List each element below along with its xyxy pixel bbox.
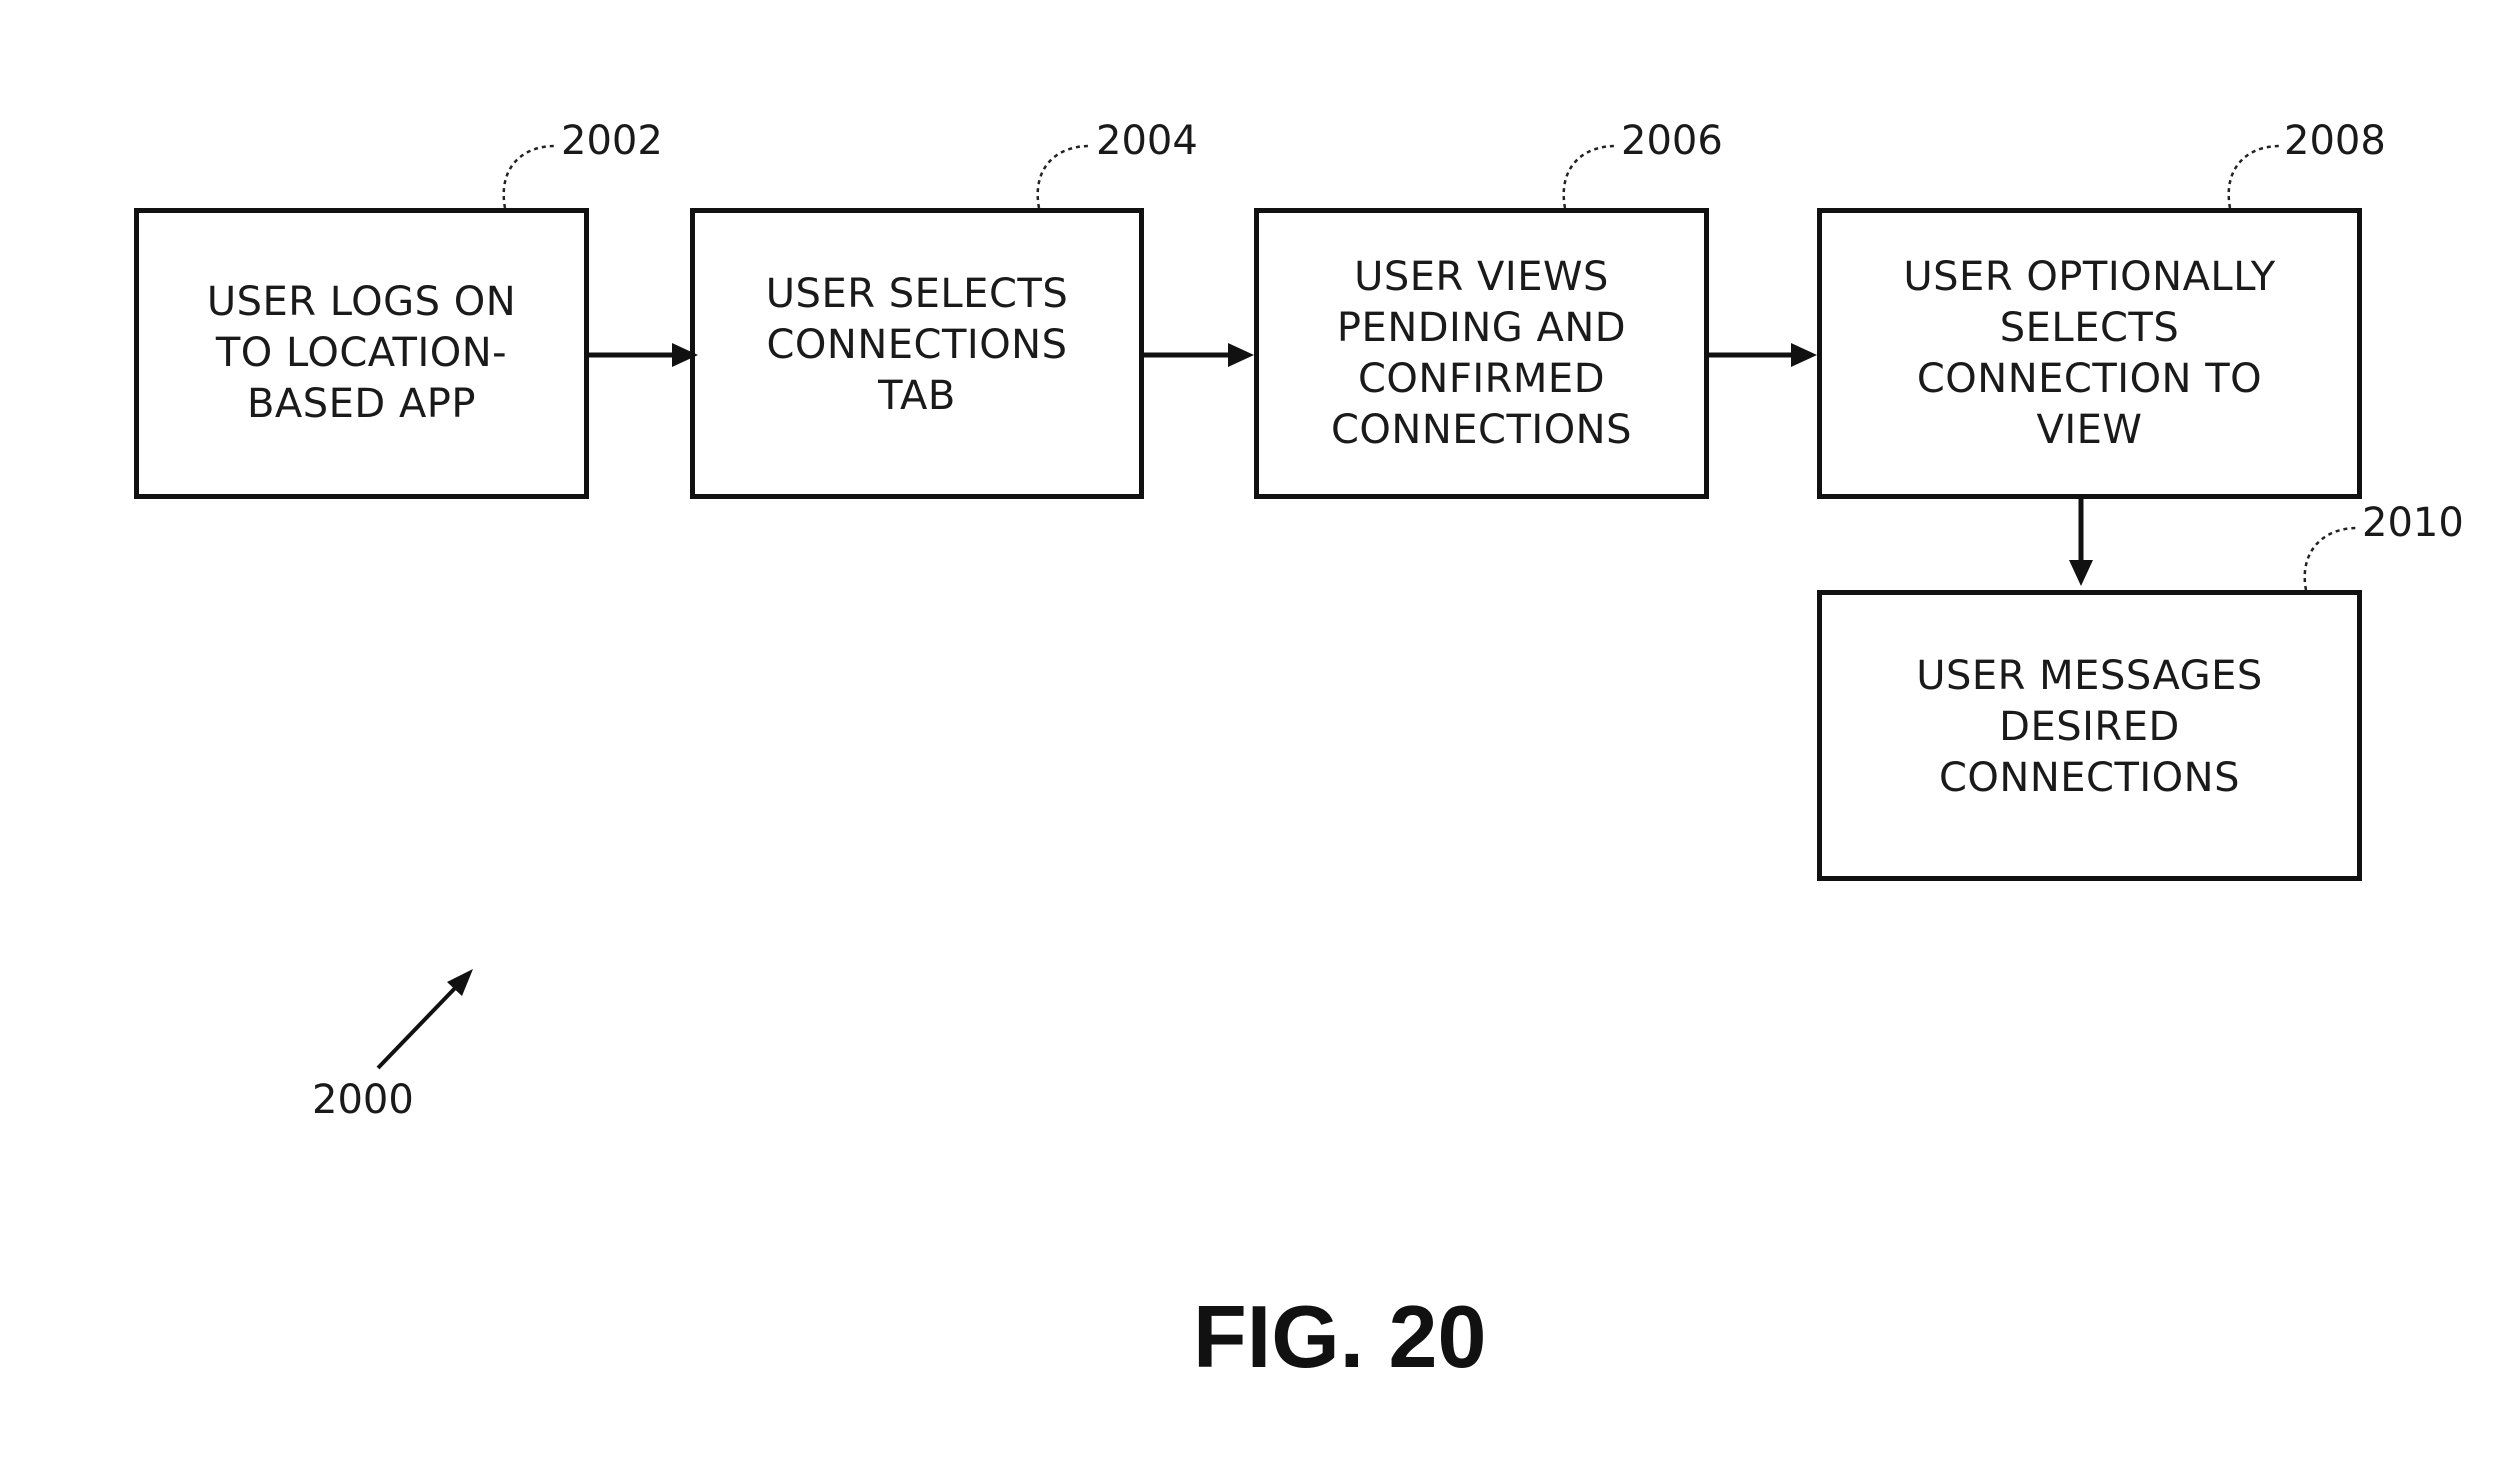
ref-label-2006: 2006 bbox=[1621, 118, 1723, 164]
step-text-2002: USER LOGS ON TO LOCATION- BASED APP bbox=[207, 277, 516, 430]
overall-ref-label: 2000 bbox=[312, 1077, 414, 1123]
leader-2008 bbox=[2229, 146, 2280, 208]
leader-2004 bbox=[1038, 146, 1090, 208]
arrow-2008-to-2010 bbox=[2069, 499, 2093, 586]
step-text-2006: USER VIEWS PENDING AND CONFIRMED CONNECT… bbox=[1331, 252, 1632, 456]
ref-label-2004: 2004 bbox=[1096, 118, 1198, 164]
step-text-2010: USER MESSAGES DESIRED CONNECTIONS bbox=[1916, 651, 2263, 804]
ref-label-2002: 2002 bbox=[561, 118, 663, 164]
step-text-2008: USER OPTIONALLY SELECTS CONNECTION TO VI… bbox=[1903, 252, 2275, 456]
leader-2002 bbox=[504, 146, 555, 208]
step-box-2004: USER SELECTS CONNECTIONS TAB bbox=[690, 208, 1144, 499]
leader-2010 bbox=[2305, 528, 2357, 590]
step-box-2002: USER LOGS ON TO LOCATION- BASED APP bbox=[134, 208, 589, 499]
leader-2006 bbox=[1564, 146, 1616, 208]
ref-label-2008: 2008 bbox=[2284, 118, 2386, 164]
arrow-2002-to-2004 bbox=[589, 343, 698, 367]
overall-ref-arrow bbox=[378, 969, 473, 1068]
step-box-2010: USER MESSAGES DESIRED CONNECTIONS bbox=[1817, 590, 2362, 881]
ref-label-2010: 2010 bbox=[2362, 500, 2464, 546]
step-text-2004: USER SELECTS CONNECTIONS TAB bbox=[766, 269, 1068, 422]
arrow-2004-to-2006 bbox=[1144, 343, 1254, 367]
step-box-2008: USER OPTIONALLY SELECTS CONNECTION TO VI… bbox=[1817, 208, 2362, 499]
figure-label: FIG. 20 bbox=[1193, 1286, 1486, 1388]
arrow-2006-to-2008 bbox=[1709, 343, 1817, 367]
step-box-2006: USER VIEWS PENDING AND CONFIRMED CONNECT… bbox=[1254, 208, 1709, 499]
